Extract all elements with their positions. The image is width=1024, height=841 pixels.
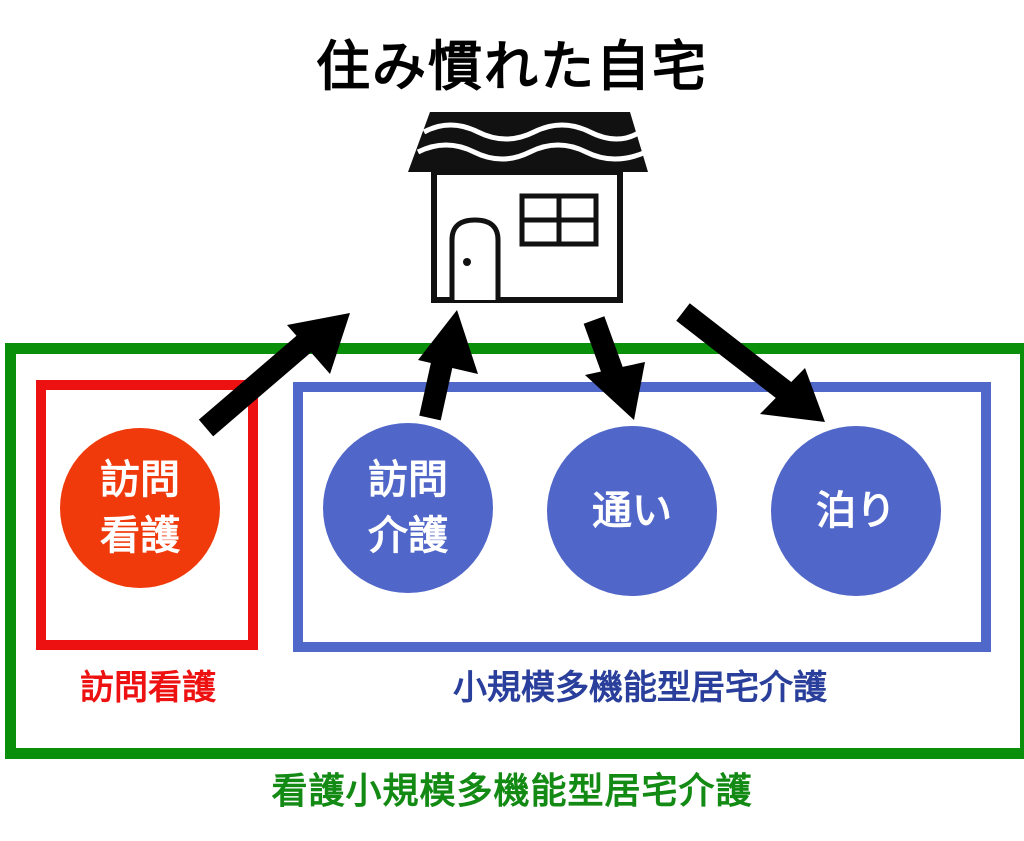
diagram-title: 住み慣れた自宅 [316,35,708,98]
arrow-day-service-head [585,362,645,420]
arrow-overnight-stay [676,303,797,404]
arrow-home-nursing [198,328,320,437]
service-circle-home-nursing: 訪問 看護 [60,428,220,588]
nursing-small-scale-frame [5,343,1024,759]
arrow-overnight-stay-head [760,368,825,422]
small-scale-frame [293,382,991,652]
arrow-home-care-head [418,310,478,374]
service-circle-day-service: 通い [547,426,717,596]
nursing-small-scale-label: 看護小規模多機能型居宅介護 [271,771,753,812]
service-circle-overnight-stay: 泊り [771,426,941,596]
arrow-day-service [583,316,626,382]
service-circle-home-care: 訪問 介護 [323,423,493,593]
arrow-home-nursing-head [287,313,350,374]
home-nursing-frame [36,380,258,650]
small-scale-label: 小規模多機能型居宅介護 [453,668,827,708]
home-nursing-label: 訪問看護 [80,668,216,708]
